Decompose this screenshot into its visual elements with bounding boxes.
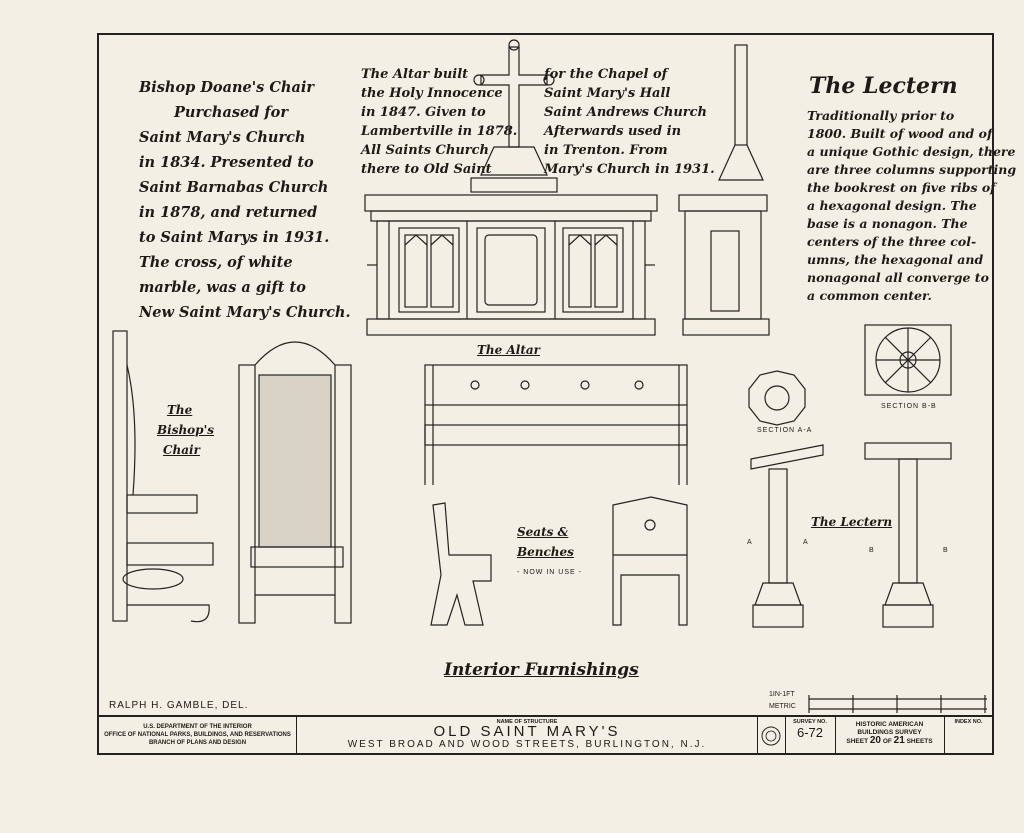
habs-line-1: HISTORIC AMERICAN xyxy=(855,721,924,728)
section-marker-a-right: A xyxy=(803,539,809,546)
sheet-number: 20 xyxy=(869,735,881,746)
name-caption: NAME OF STRUCTURE xyxy=(496,719,558,725)
altar-drawing xyxy=(364,177,658,336)
agency-line: OFFICE OF NATIONAL PARKS, BUILDINGS, AND… xyxy=(104,732,291,738)
sheet-of: OF xyxy=(882,738,892,745)
text-line: The cross, of white xyxy=(139,254,293,271)
title-block: U.S. DEPARTMENT OF THE INTERIOR OFFICE O… xyxy=(99,715,992,755)
text-line: All Saints Church xyxy=(361,143,490,158)
sheet-label: SHEET xyxy=(846,738,869,745)
habs-line-2: BUILDINGS SURVEY xyxy=(857,729,922,736)
text-line: nonagonal all converge to xyxy=(807,270,989,285)
text-line: The Altar built xyxy=(361,67,469,82)
seal-icon xyxy=(761,726,781,746)
text-line: there to Old Saint xyxy=(361,162,492,177)
index-caption: INDEX NO. xyxy=(954,719,983,725)
text-line: Afterwards used in xyxy=(544,124,682,139)
sheet-title: Interior Furnishings xyxy=(444,660,639,680)
sheet-total: 21 xyxy=(893,735,905,746)
sheets-label: SHEETS xyxy=(906,738,933,745)
text-line: Saint Mary's Church xyxy=(139,129,306,146)
habs-block: HISTORIC AMERICAN BUILDINGS SURVEY SHEET… xyxy=(835,717,945,755)
text-line: a common center. xyxy=(807,288,932,303)
structure-address: WEST BROAD AND WOOD STREETS, BURLINGTON,… xyxy=(347,739,707,750)
section-b-drawing xyxy=(864,324,952,396)
drawing-sheet: Bishop Doane's Chair Purchased for Saint… xyxy=(97,33,1016,755)
text-line: for the Chapel of xyxy=(544,67,668,82)
text-line: a unique Gothic design, there xyxy=(807,144,1016,159)
lectern-front-drawing xyxy=(750,444,824,628)
text-line: to Saint Marys in 1931. xyxy=(139,229,330,246)
altar-description-right: for the Chapel of Saint Mary's Hall Sain… xyxy=(544,65,715,179)
seat-front-drawing xyxy=(612,496,688,626)
now-in-use-label: - NOW IN USE - xyxy=(517,569,582,576)
agency-line: U.S. DEPARTMENT OF THE INTERIOR xyxy=(143,724,252,730)
bishop-chair-side-drawing xyxy=(112,330,214,623)
text-line: Mary's Church in 1931. xyxy=(544,162,715,177)
furnishing-drawings xyxy=(112,39,987,713)
text-line: in 1834. Presented to xyxy=(139,154,314,171)
text-line: Saint Mary's Hall xyxy=(544,86,671,101)
text-line: the bookrest on five ribs of xyxy=(807,180,996,195)
text-line: Lambertville in 1878. xyxy=(361,124,518,139)
text-line: in Trenton. From xyxy=(544,143,668,158)
lectern-label: The Lectern xyxy=(811,515,893,529)
altar-cross xyxy=(473,39,555,176)
text-line: are three columns supporting xyxy=(807,162,1017,177)
text-line: the Holy Innocence xyxy=(361,86,503,101)
structure-name: OLD SAINT MARY'S xyxy=(433,723,621,740)
scale-imperial-label: 1IN-1FT xyxy=(769,691,795,698)
text-line: Bishop Doane's Chair xyxy=(139,79,315,96)
section-marker-b-right: B xyxy=(943,547,949,554)
bench-front-drawing xyxy=(424,364,688,485)
index-block: INDEX NO. xyxy=(945,717,992,755)
section-marker-b-left: B xyxy=(869,547,875,554)
seats-label-2: Benches xyxy=(517,545,574,559)
altar-label: The Altar xyxy=(477,343,540,357)
bishops-chair-label-2: Bishop's xyxy=(157,423,215,437)
section-a-drawing xyxy=(748,370,806,426)
lectern-description: Traditionally prior to 1800. Built of wo… xyxy=(807,107,1016,305)
text-line: New Saint Mary's Church. xyxy=(139,304,351,321)
text-line: Traditionally prior to xyxy=(807,108,955,123)
section-marker-a-left: A xyxy=(747,539,753,546)
altar-description-left: The Altar built the Holy Innocence in 18… xyxy=(361,65,517,179)
bishop-chair-description: Bishop Doane's Chair Purchased for Saint… xyxy=(139,75,351,325)
scale-bar xyxy=(808,695,987,713)
bishops-chair-label-3: Chair xyxy=(163,443,200,457)
text-line: umns, the hexagonal and xyxy=(807,252,984,267)
section-b-label: SECTION B-B xyxy=(881,403,937,410)
drawn-by: RALPH H. GAMBLE, DEL. xyxy=(109,700,249,711)
text-line: in 1878, and returned xyxy=(139,204,318,221)
text-line: base is a nonagon. The xyxy=(807,216,968,231)
text-line: a hexagonal design. The xyxy=(807,198,977,213)
text-line: Purchased for xyxy=(174,104,288,121)
agency-block: U.S. DEPARTMENT OF THE INTERIOR OFFICE O… xyxy=(99,717,297,755)
structure-name-block: NAME OF STRUCTURE OLD SAINT MARY'S WEST … xyxy=(297,717,758,755)
section-a-label: SECTION A-A xyxy=(757,427,813,434)
text-line: in 1847. Given to xyxy=(361,105,486,120)
bishops-chair-label-1: The xyxy=(167,403,193,417)
text-line: marble, was a gift to xyxy=(139,279,306,296)
altar-side-drawing xyxy=(678,44,770,336)
text-line: Saint Andrews Church xyxy=(544,105,707,120)
text-line: centers of the three col- xyxy=(807,234,977,249)
survey-caption: SURVEY NO. xyxy=(793,719,827,725)
survey-block: SURVEY NO. 6-72 xyxy=(785,717,836,755)
text-line: Saint Barnabas Church xyxy=(139,179,329,196)
survey-number: 6-72 xyxy=(796,725,824,740)
bishop-chair-front-drawing xyxy=(238,341,352,624)
lectern-title: The Lectern xyxy=(809,73,958,99)
scale-metric-label: METRIC xyxy=(769,703,796,710)
seal-block xyxy=(757,717,786,755)
seats-label-1: Seats & xyxy=(517,525,569,539)
agency-line: BRANCH OF PLANS AND DESIGN xyxy=(148,740,247,746)
text-line: 1800. Built of wood and of xyxy=(807,126,993,141)
lectern-side-drawing xyxy=(864,442,952,628)
seat-side-drawing xyxy=(430,502,492,626)
